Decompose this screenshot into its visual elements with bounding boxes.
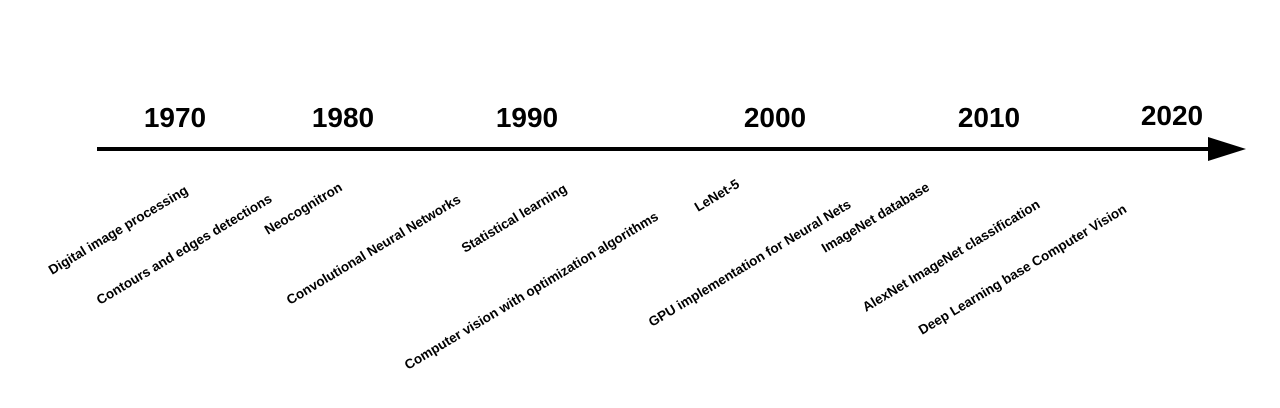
event-label-neocognitron: Neocognitron [262,180,345,238]
timeline-arrow-icon [1208,137,1246,161]
event-label-lenet5: LeNet-5 [692,176,743,215]
year-label-1990: 1990 [496,102,558,133]
event-label-gpu-implementation: GPU implementation for Neural Nets [646,197,854,330]
event-label-statistical-learning: Statistical learning [459,181,570,256]
year-label-2010: 2010 [958,102,1020,133]
year-label-1970: 1970 [144,102,206,133]
year-label-2000: 2000 [744,102,806,133]
event-label-cv-optimization: Computer vision with optimization algori… [402,209,661,373]
year-label-2020: 2020 [1141,100,1203,131]
year-label-1980: 1980 [312,102,374,133]
event-label-deep-learning-cv: Deep Learning base Computer Vision [916,201,1129,337]
event-label-contours-edges: Contours and edges detections [94,191,275,308]
